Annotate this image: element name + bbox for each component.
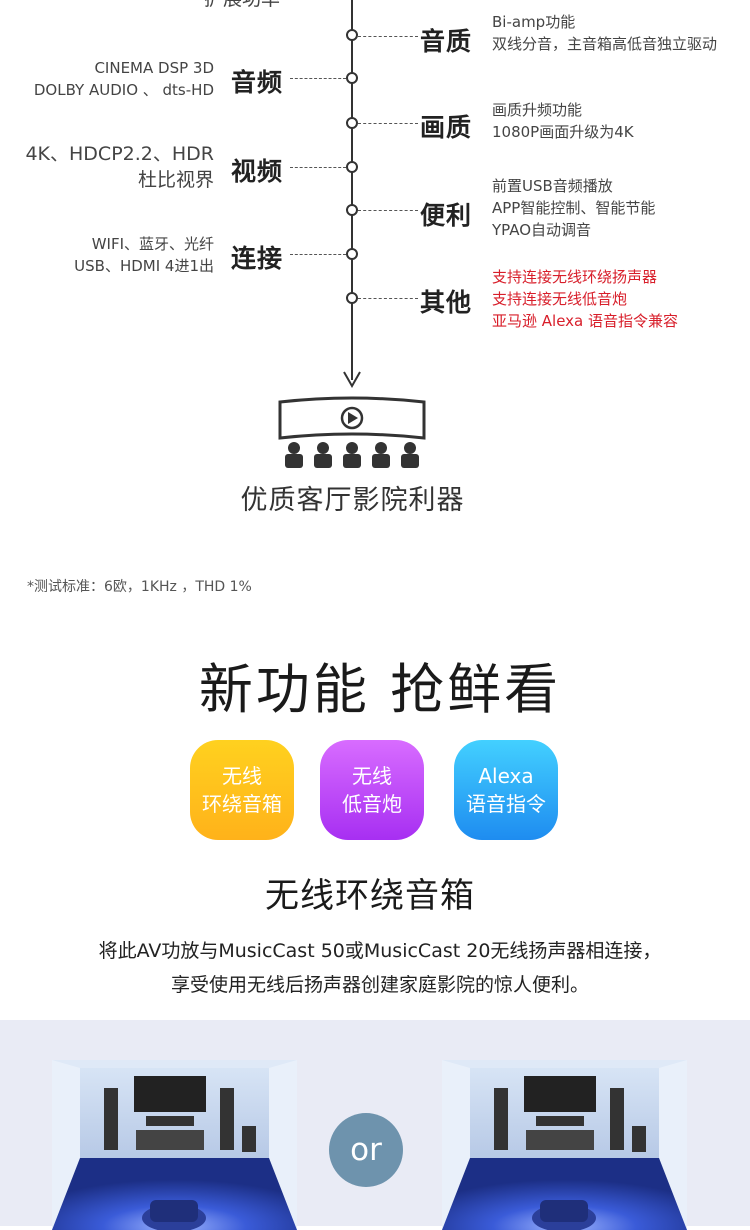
desc-line: 将此AV功放与MusicCast 50或MusicCast 20无线扬声器相连接… [98, 940, 662, 962]
timeline-node [346, 117, 358, 129]
button-line: Alexa [478, 764, 534, 788]
audio-desc: CINEMA DSP 3D DOLBY AUDIO 、 dts-HD [34, 57, 214, 101]
or-circle: or [329, 1113, 403, 1187]
desc-line: 亚马逊 Alexa 语音指令兼容 [492, 312, 678, 330]
timeline-node [346, 161, 358, 173]
connector-line [358, 298, 418, 299]
convenience-desc: 前置USB音频播放 APP智能控制、智能节能 YPAO自动调音 [492, 175, 655, 241]
other-desc: 支持连接无线环绕扬声器 支持连接无线低音炮 亚马逊 Alexa 语音指令兼容 [492, 266, 678, 332]
category-audio-quality: 音质 [420, 27, 473, 56]
category-convenience: 便利 [420, 201, 473, 230]
home-theater-icon [278, 396, 426, 468]
connection-desc: WIFI、蓝牙、光纤 USB、HDMI 4进1出 [74, 233, 214, 277]
category-connection: 连接 [231, 244, 284, 273]
connector-line [358, 210, 418, 211]
desc-line: WIFI、蓝牙、光纤 [91, 235, 214, 253]
top-partial-label: 扩展功率 [204, 0, 280, 12]
connector-line [358, 123, 418, 124]
category-other: 其他 [420, 288, 473, 317]
wireless-surround-title: 无线环绕音箱 [265, 876, 475, 916]
button-line: 低音炮 [342, 792, 402, 816]
timeline-arrow-icon [343, 371, 361, 388]
desc-line: DOLBY AUDIO 、 dts-HD [33, 81, 214, 99]
new-features-title: 新功能 抢鲜看 [198, 658, 562, 721]
connector-line [358, 36, 418, 37]
desc-line: 享受使用无线后扬声器创建家庭影院的惊人便利。 [170, 974, 589, 996]
desc-line: Bi-amp功能 [492, 13, 576, 31]
desc-line: USB、HDMI 4进1出 [74, 257, 214, 275]
timeline-axis [351, 0, 353, 380]
desc-line: CINEMA DSP 3D [94, 59, 214, 77]
button-line: 无线 [222, 764, 262, 788]
timeline-node [346, 204, 358, 216]
category-picture-quality: 画质 [420, 113, 473, 142]
theater-caption: 优质客厅影院利器 [240, 485, 465, 516]
category-audio: 音频 [231, 68, 284, 97]
desc-line: 1080P画面升级为4K [492, 123, 634, 141]
desc-line: YPAO自动调音 [492, 221, 592, 239]
button-line: 无线 [352, 764, 392, 788]
feature-timeline: 扩展功率 音质 Bi-amp功能 双线分音，主音箱高低音独立驱动 音频 CINE… [0, 0, 750, 540]
wireless-subwoofer-button[interactable]: 无线 低音炮 [320, 740, 424, 840]
connector-line [290, 78, 346, 79]
video-desc: 4K、HDCP2.2、HDR 杜比视界 [25, 141, 214, 193]
picture-quality-desc: 画质升频功能 1080P画面升级为4K [492, 99, 634, 143]
connector-line [290, 254, 346, 255]
wireless-surround-button[interactable]: 无线 环绕音箱 [190, 740, 294, 840]
wireless-surround-desc: 将此AV功放与MusicCast 50或MusicCast 20无线扬声器相连接… [0, 934, 750, 1002]
room-illustrations: or [0, 1020, 750, 1230]
room-illustration-left [52, 1060, 297, 1230]
desc-line: 双线分音，主音箱高低音独立驱动 [492, 35, 718, 53]
desc-line: 4K、HDCP2.2、HDR [25, 143, 214, 165]
timeline-node [346, 72, 358, 84]
desc-line: APP智能控制、智能节能 [492, 199, 656, 217]
desc-line: 前置USB音频播放 [492, 177, 613, 195]
room-illustration-right [442, 1060, 687, 1230]
desc-line: 支持连接无线低音炮 [492, 290, 628, 308]
desc-line: 支持连接无线环绕扬声器 [492, 268, 658, 286]
alexa-voice-button[interactable]: Alexa 语音指令 [454, 740, 558, 840]
button-line: 环绕音箱 [202, 792, 282, 816]
test-standard-footnote: *测试标准：6欧，1KHz ，THD 1% [27, 579, 252, 595]
category-video: 视频 [231, 157, 284, 186]
timeline-node [346, 292, 358, 304]
timeline-node [346, 248, 358, 260]
button-line: 语音指令 [466, 792, 546, 816]
connector-line [290, 167, 346, 168]
desc-line: 画质升频功能 [492, 101, 583, 119]
desc-line: 杜比视界 [137, 169, 214, 191]
audio-quality-desc: Bi-amp功能 双线分音，主音箱高低音独立驱动 [492, 11, 717, 55]
timeline-node [346, 29, 358, 41]
